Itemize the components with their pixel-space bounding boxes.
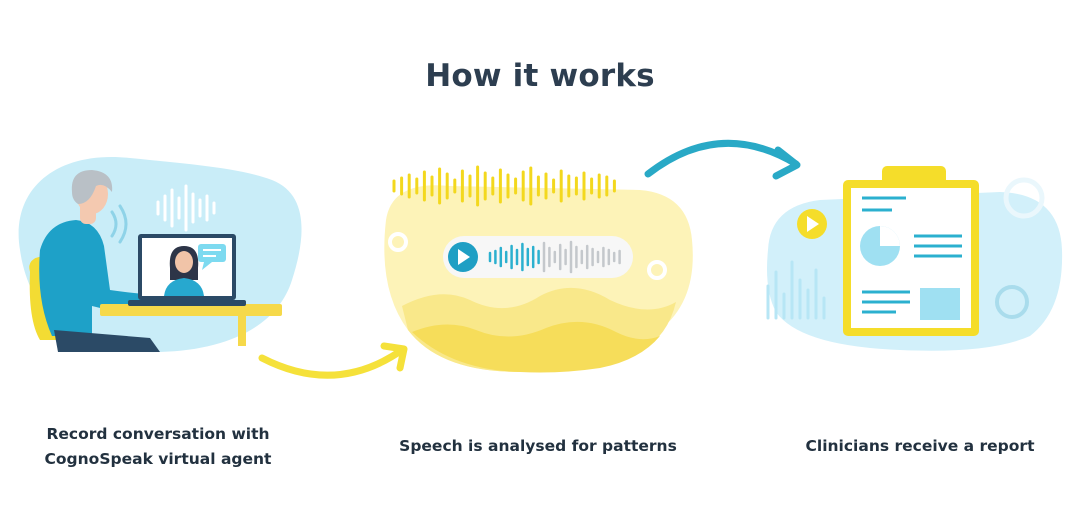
play-icon: [807, 216, 819, 232]
step-1-label: Record conversation with CognoSpeak virt…: [20, 422, 296, 472]
step-1-illustration: [18, 156, 302, 353]
desk-icon: [100, 304, 282, 316]
play-button[interactable]: [448, 242, 478, 272]
step-2-label: Speech is analysed for patterns: [399, 437, 677, 455]
ring-decoration: [1003, 177, 1045, 219]
play-icon: [458, 249, 470, 265]
flow-arrow-2: [644, 139, 801, 180]
gear-icon: [388, 232, 667, 280]
wave-layer-front: [412, 321, 660, 373]
yellow-waveform: [392, 165, 616, 207]
virtual-agent-avatar: [164, 246, 204, 296]
page-title: How it works: [425, 58, 655, 94]
step-3-illustration: [766, 166, 1063, 351]
flow-arrow-1: [258, 342, 408, 379]
bar-chart-decoration: [766, 260, 826, 320]
speech-waves-icon: [110, 204, 128, 244]
clipboard-report-icon: [843, 166, 979, 336]
audio-wave-icon: [156, 184, 216, 232]
step-1-label-line-1: Record conversation with: [46, 425, 270, 443]
step-2-illustration: [384, 165, 693, 373]
audio-waveform: [488, 240, 621, 274]
step-3-label: Clinicians receive a report: [805, 437, 1035, 455]
desk-leg: [238, 316, 246, 346]
donut-decoration: [995, 285, 1029, 319]
chat-bubble-icon: [198, 244, 226, 270]
step-1-label-line-2: CognoSpeak virtual agent: [44, 450, 272, 468]
